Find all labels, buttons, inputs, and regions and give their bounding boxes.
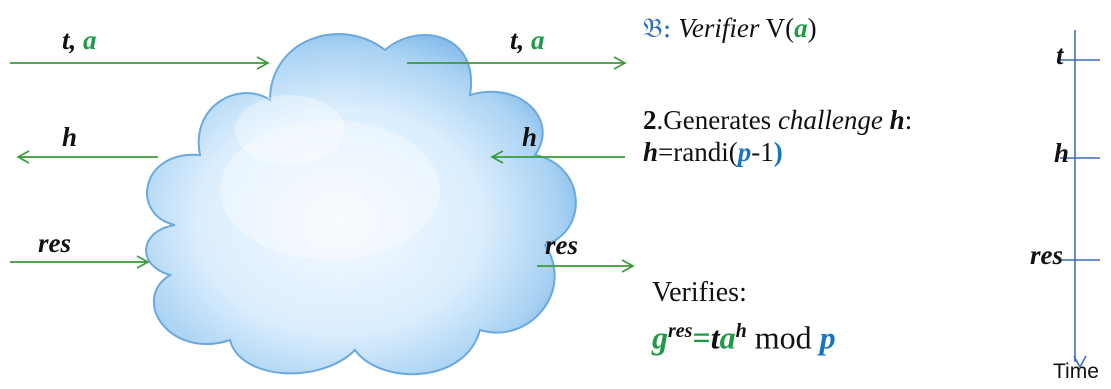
right-middle-label: h (522, 122, 538, 152)
step2-number: 2 (643, 105, 657, 135)
right-top-label-t: t (510, 25, 518, 55)
verifier-close: ) (807, 13, 817, 43)
formula-rest: -1 (751, 137, 774, 167)
left-middle-label: h (62, 122, 78, 152)
right-bottom-label: res (545, 230, 578, 260)
eq-mod: mod (746, 319, 820, 356)
step2-line: 2.Generates challenge h: (643, 105, 913, 136)
timeline-axis-label: Time (1053, 360, 1099, 383)
verification-equation: gres=tah mod p (652, 320, 836, 356)
verifier-script-symbol: 𝔅 (643, 13, 663, 44)
formula-lhs: h (643, 137, 659, 167)
verifier-func: V( (765, 13, 795, 43)
eq-exp: res (668, 320, 693, 342)
verifies-label: Verifies: (652, 277, 747, 308)
left-top-label-t: t (62, 25, 70, 55)
right-top-label: t, a (510, 27, 545, 54)
right-top-label-sep: , (517, 25, 532, 55)
left-top-label-a: a (83, 25, 97, 55)
eq-a: a (719, 319, 736, 356)
timeline-label-h: h (1054, 138, 1070, 168)
eq-h: h (735, 320, 747, 342)
left-top-label: t, a (62, 27, 97, 54)
challenge-formula: h=randi(p-1) (643, 137, 783, 168)
verifier-arg: a (794, 13, 808, 43)
cloud (145, 33, 577, 376)
formula-eq: =randi( (658, 137, 738, 167)
formula-close: ) (773, 137, 783, 167)
timeline-label-t: t (1056, 40, 1064, 70)
eq-t: t (710, 319, 720, 356)
eq-p: p (819, 319, 836, 356)
step2-text: .Generates (656, 105, 778, 135)
timeline-label-res: res (1030, 240, 1063, 270)
right-top-label-a: a (531, 25, 545, 55)
eq-equals: = (692, 319, 711, 356)
step2-var: h (889, 105, 905, 135)
verifier-colon: : (662, 13, 672, 44)
step2-emph: challenge (777, 105, 883, 135)
step2-colon: : (904, 105, 913, 135)
eq-g: g (652, 319, 668, 356)
verifier-title: Verifier (678, 13, 760, 43)
left-top-label-sep: , (69, 25, 84, 55)
formula-p: p (737, 137, 752, 167)
verifier-heading: 𝔅: Verifier V(a) (643, 13, 817, 44)
left-bottom-label: res (38, 228, 71, 258)
